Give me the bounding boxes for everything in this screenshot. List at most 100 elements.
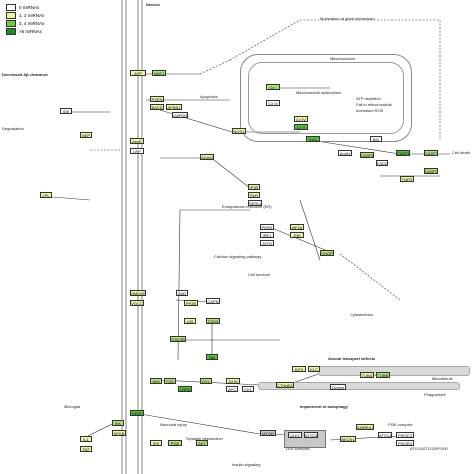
- label-cell-death: Cell death: [452, 150, 471, 155]
- gene-box: INSR: [130, 410, 144, 416]
- gene-box: Wnt: [150, 378, 162, 384]
- gene-box: MTOR: [260, 430, 276, 436]
- gene-box: AXIN: [226, 378, 240, 384]
- connector-line: [299, 199, 321, 261]
- gene-box: PIK3R4: [396, 440, 414, 446]
- label-er: Endoplasmic reticulum (ER): [222, 204, 272, 209]
- gene-box: APP: [130, 70, 146, 76]
- legend-row: 1, 2 miRNAs: [6, 12, 44, 20]
- gene-box: RyR: [248, 192, 260, 198]
- legend-row: >5 miRNAs: [6, 28, 42, 36]
- label-neuron: Neuron: [146, 2, 160, 7]
- legend-swatch: [6, 28, 16, 36]
- gene-box: TNF: [80, 446, 92, 452]
- gene-box: CHOP: [320, 250, 334, 256]
- connector-line: [199, 59, 231, 75]
- legend-row: 0 miRNAs: [6, 4, 40, 12]
- gene-box: Cx I: [266, 84, 280, 90]
- connector-line: [339, 253, 401, 301]
- gene-box: CASP7: [424, 168, 438, 174]
- label-modulation: Modulation of gene expression: [320, 16, 375, 21]
- label-synaptic-dysfunction: Synaptic dysfunction: [186, 436, 223, 441]
- gene-box: FADD: [376, 160, 388, 166]
- gene-box: ATG14: [378, 432, 392, 438]
- gene-box: ULK1: [288, 432, 302, 438]
- legend-row: 3, 4 miRNAs: [6, 20, 45, 28]
- label-neuronal-injury: Neuronal injury: [160, 422, 187, 427]
- gene-box: GAPDH: [172, 112, 188, 118]
- gene-box: eIF2a: [290, 224, 304, 230]
- gene-box: p35: [184, 318, 196, 324]
- gene-box: APC: [226, 386, 238, 392]
- gene-box: ADAM: [200, 154, 214, 160]
- connector-line: [213, 159, 251, 189]
- connector-line: [309, 139, 401, 155]
- gene-box: PSEN: [150, 96, 164, 102]
- legend-swatch: [6, 20, 16, 28]
- gene-box: BID: [370, 136, 382, 142]
- label-cell-survival: Cell survival: [248, 272, 270, 277]
- connector-line: [177, 209, 181, 361]
- legend-label: 3, 4 miRNAs: [19, 21, 45, 26]
- gene-box: CytC: [306, 136, 320, 142]
- gene-box: AMBRA1: [356, 424, 374, 430]
- gene-box: IRS: [150, 440, 162, 446]
- gene-box: LRP: [130, 148, 144, 154]
- label-ulk-complex-ids: ATG1/ATG13/FIP200: [410, 446, 448, 451]
- gene-box: NMDAR: [130, 290, 146, 296]
- gene-box: SERCA: [248, 200, 262, 206]
- gene-box: PI3K: [168, 440, 182, 446]
- gene-box: NEP: [80, 132, 92, 138]
- gene-box: TUBA: [360, 372, 374, 378]
- legend-label: 0 miRNAs: [19, 5, 40, 10]
- gene-box: CTNNB1: [276, 382, 294, 388]
- gene-box: JNK: [290, 232, 304, 238]
- label-decreased-ab: Decreased Aβ clearance: [2, 72, 49, 77]
- connector-line: [271, 227, 331, 253]
- gene-box: CDK5: [206, 318, 220, 324]
- gene-box: AKT: [196, 440, 208, 446]
- label-ulk-complex: ULK complex: [286, 446, 310, 451]
- gene-box: NFKB: [112, 430, 126, 436]
- label-phagophore: Phagophore: [424, 392, 446, 397]
- gene-box: BACE: [150, 104, 164, 110]
- gene-box: DVL: [200, 378, 212, 384]
- gene-box: ATF6: [260, 240, 274, 246]
- gene-box: FZD: [164, 378, 176, 384]
- gene-box: CASP8: [360, 152, 374, 158]
- gene-box: IP3R: [248, 184, 260, 190]
- gene-box: Dynein: [330, 384, 346, 390]
- gene-box: NAE1: [152, 70, 166, 76]
- gene-box: ATG13: [304, 432, 318, 438]
- gene-box: APBB1: [166, 104, 182, 110]
- connector-line: [159, 109, 233, 133]
- gene-box: Apaf1: [338, 150, 352, 156]
- label-calcium-signaling: Calcium signaling pathway: [214, 254, 262, 259]
- label-cytoskeleton: Cytoskeleton: [350, 312, 374, 317]
- label-degradation: Degradation: [2, 126, 24, 131]
- gene-box: IRE1: [260, 232, 274, 238]
- gene-box: GSK3B: [170, 336, 186, 342]
- gene-box: Cx IV: [294, 116, 308, 122]
- gene-box: CASP3: [424, 150, 438, 156]
- label-pi3k-complex: PI3K complex: [388, 422, 413, 427]
- gene-box: CASP9: [396, 150, 410, 156]
- gene-box: CK1: [242, 386, 254, 392]
- label-increased-ros: Increased ROS: [356, 108, 384, 113]
- gene-box: Tau: [206, 354, 218, 360]
- gene-box: CAPN: [206, 298, 220, 304]
- gene-box: IDE: [60, 108, 72, 114]
- mitochondrion-outline: [240, 54, 412, 142]
- gene-box: BAD: [176, 290, 188, 296]
- gene-box: PERK: [260, 224, 274, 230]
- gene-box: LPL: [40, 192, 52, 198]
- label-fall-mito: Fall in mitochondrial: [356, 102, 392, 107]
- legend-label: >5 miRNAs: [19, 29, 42, 34]
- label-atp-depletion: ATP depletion: [356, 96, 381, 101]
- legend-swatch: [6, 4, 16, 12]
- gene-box: PIK3C3: [396, 432, 414, 438]
- gene-box: ApoE: [130, 138, 144, 144]
- gene-box: PP2B: [184, 300, 198, 306]
- legend-swatch: [6, 12, 16, 20]
